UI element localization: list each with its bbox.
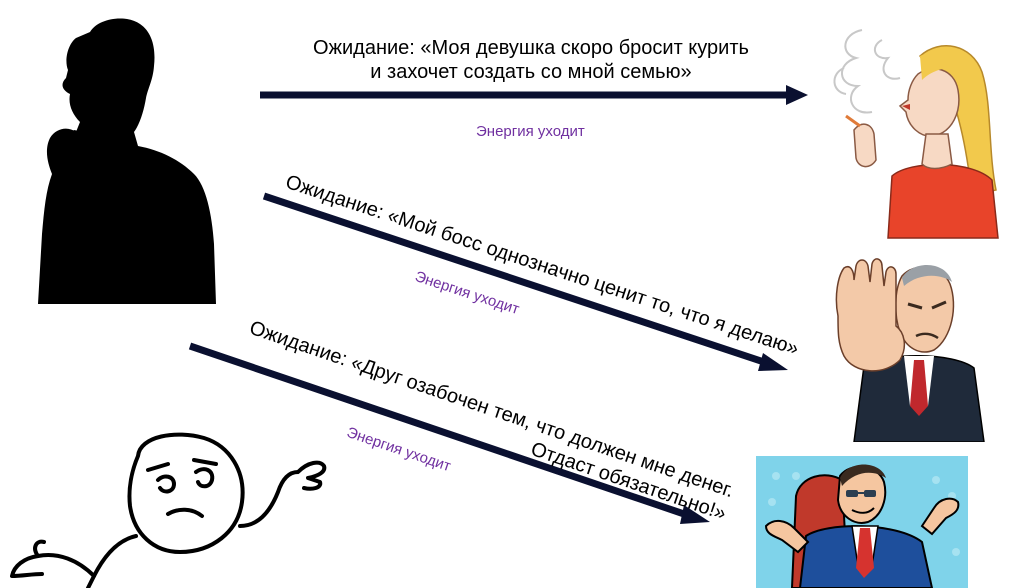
energy-label-girlfriend: Энергия уходит bbox=[476, 123, 585, 140]
arrow-boss bbox=[262, 192, 788, 371]
expectation-line: и захочет создать со мной семью» bbox=[370, 61, 692, 83]
silhouette-man-icon bbox=[38, 18, 216, 304]
popart-man-icon bbox=[756, 456, 968, 588]
expectation-line: Ожидание: «Моя девушка скоро бросит кури… bbox=[313, 37, 749, 59]
expectation-girlfriend: Ожидание: «Моя девушка скоро бросит кури… bbox=[262, 36, 800, 84]
shrug-meme-icon bbox=[10, 432, 327, 588]
arrow-friend bbox=[188, 342, 710, 524]
boss-stop-hand-icon bbox=[835, 258, 985, 442]
arrow-girlfriend bbox=[260, 85, 808, 105]
smoking-woman-icon bbox=[833, 29, 999, 239]
